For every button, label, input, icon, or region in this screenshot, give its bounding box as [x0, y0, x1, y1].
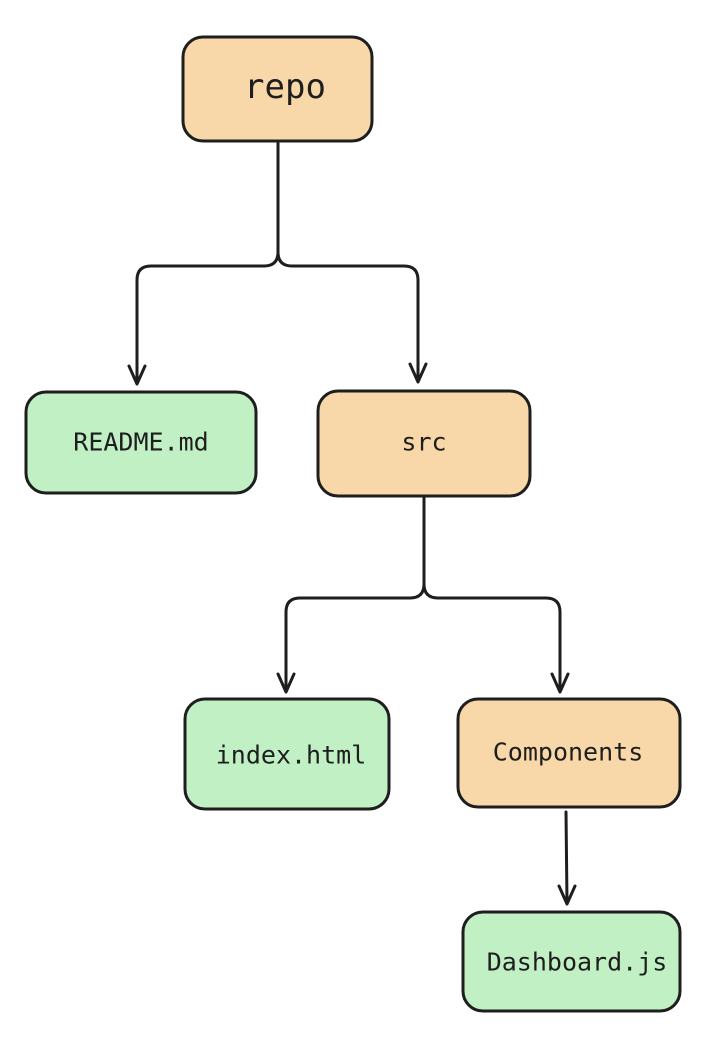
arrowhead-components	[550, 672, 570, 694]
node-index[interactable]: index.html	[183, 697, 391, 811]
node-src[interactable]: src	[316, 389, 532, 498]
node-components[interactable]: Components	[456, 697, 682, 809]
arrowhead-dashboard	[557, 884, 577, 906]
arrowhead-src	[408, 362, 428, 384]
edge-src-to-components	[422, 582, 562, 692]
node-readme[interactable]: README.md	[24, 390, 258, 495]
edges	[135, 141, 569, 904]
edge-components-to-dashboard	[564, 810, 569, 904]
arrowhead-index	[276, 672, 296, 694]
node-label-index: index.html	[216, 741, 367, 770]
edge-repo-to-readme	[135, 141, 280, 384]
edge-src-to-index	[284, 495, 426, 692]
node-label-repo: repo	[244, 67, 326, 107]
arrowhead-readme	[127, 364, 147, 386]
node-label-readme: README.md	[73, 428, 208, 457]
node-label-components: Components	[493, 738, 644, 767]
edge-repo-to-src	[276, 250, 420, 382]
node-dashboard[interactable]: Dashboard.js	[461, 910, 682, 1013]
node-label-dashboard: Dashboard.js	[487, 948, 668, 977]
arrowheads	[127, 362, 577, 906]
node-repo[interactable]: repo	[181, 35, 374, 143]
node-label-src: src	[401, 428, 446, 457]
